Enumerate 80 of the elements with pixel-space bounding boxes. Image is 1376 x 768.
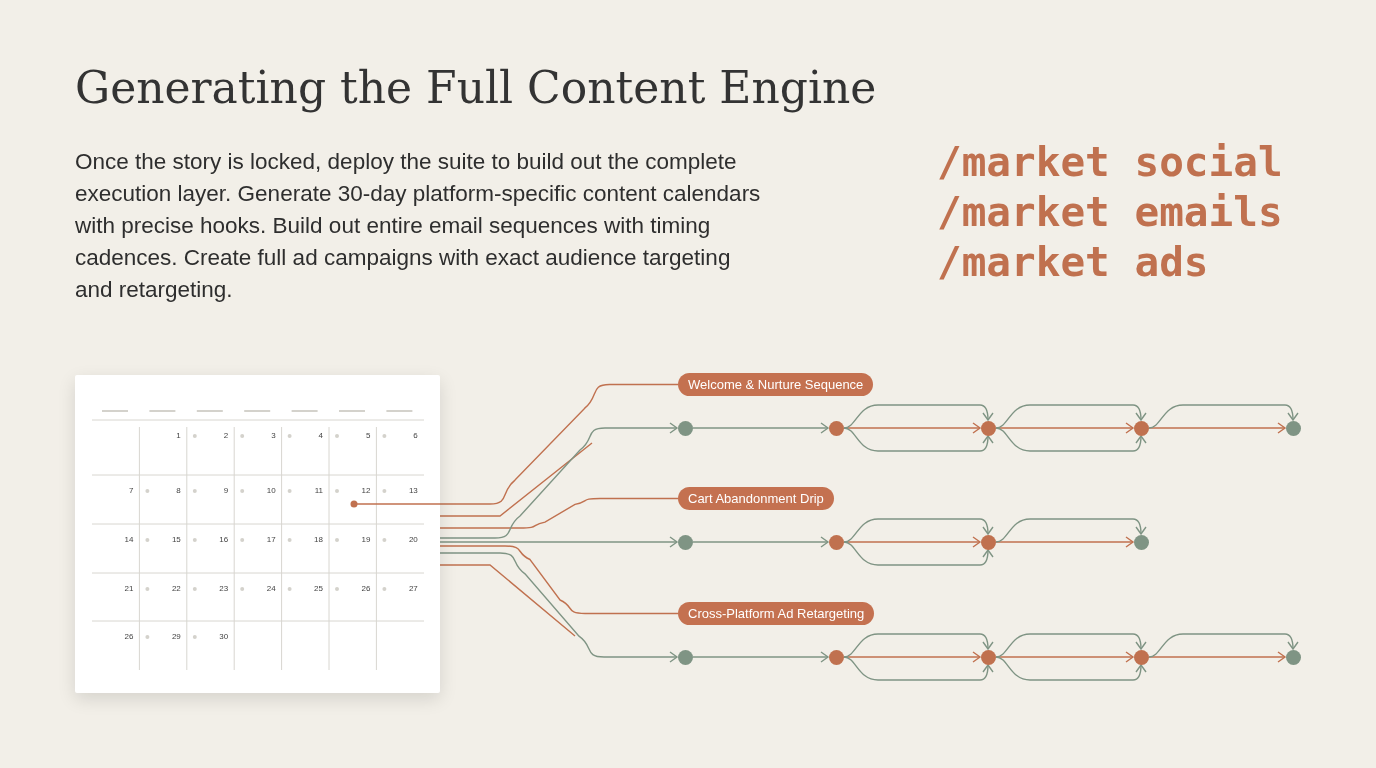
arrow [439,422,678,539]
arrow [995,404,1147,429]
step-dot [1285,420,1301,436]
sequence-tag: Cart Abandonment Drip [678,487,834,510]
sequence-tag: Cross-Platform Ad Retargeting [678,602,875,625]
step-dot [828,649,844,665]
arrow [1148,422,1286,434]
day-number: 1 [175,431,181,440]
arrow [995,656,1147,681]
step-dot [677,534,693,550]
step-dot [1133,420,1149,436]
step-dot [980,420,996,436]
day-number: 9 [222,486,229,495]
day-number: 12 [360,486,371,495]
day-number: 19 [360,535,371,544]
step-dot [980,649,996,665]
step-dot [828,420,844,436]
step-dot [1133,534,1149,550]
day-number: 11 [313,486,323,495]
step-dot [1285,649,1301,665]
calendar-card [75,375,440,693]
day-number: 2 [222,431,229,440]
arrow [995,518,1147,543]
connector-line [439,564,576,637]
day-number: 7 [127,486,134,495]
arrow [692,422,829,434]
day-number: 26 [360,584,371,593]
step-dot [1133,649,1149,665]
arrow [843,541,994,566]
day-number: 13 [407,486,418,495]
connector-line [439,497,679,529]
connector-line [439,442,593,517]
arrow [692,651,829,663]
day-number: 29 [170,632,181,641]
day-number: 20 [407,535,418,544]
arrow [1148,651,1286,663]
arrow [843,656,994,681]
step-dot [677,420,693,436]
connector-line [439,383,679,505]
arrow [439,552,678,663]
day-number: 15 [170,535,181,544]
day-number: 17 [265,535,276,544]
day-number: 4 [317,431,323,440]
connector-line [439,545,679,615]
arrow [995,633,1147,658]
day-number: 23 [218,584,229,593]
step-dot [828,534,844,550]
body-paragraph: Once the story is locked, deploy the suite to build out the complete execution layer. Generate 30-day platform-specific content calendars with precise hooks. Build out entire email sequences with timing cadences. Create full ad campaigns with exact audience targeting and retargeting. [75,148,762,304]
sequence-tag: Welcome & Nurture Sequence [678,373,874,396]
command-text: /market social [937,138,1283,186]
day-number: 14 [123,535,134,544]
day-number: 16 [218,535,229,544]
command-text: /market ads [937,238,1209,286]
day-number: 5 [364,431,371,440]
day-number: 10 [265,486,276,495]
arrow [1148,404,1299,429]
day-number: 27 [407,584,418,593]
step-dot [980,534,996,550]
day-number: 8 [175,486,181,495]
arrow [843,427,994,452]
command-text: /market emails [937,188,1283,236]
day-number: 30 [218,632,229,641]
arrow [1148,633,1299,658]
arrow [692,536,829,548]
day-number: 25 [313,584,323,593]
day-number: 18 [313,535,323,544]
slide-title: Generating the Full Content Engine [75,62,877,113]
arrow [439,536,678,548]
day-number: 24 [265,584,276,593]
arrow [843,633,994,658]
day-number: 3 [270,431,276,440]
day-number: 6 [412,431,418,440]
arrow [995,536,1134,548]
arrow [843,404,994,429]
step-dot [677,649,693,665]
day-number: 22 [170,584,181,593]
day-number: 21 [123,584,134,593]
arrow [843,518,994,543]
day-number: 26 [123,632,134,641]
arrow [995,427,1147,452]
